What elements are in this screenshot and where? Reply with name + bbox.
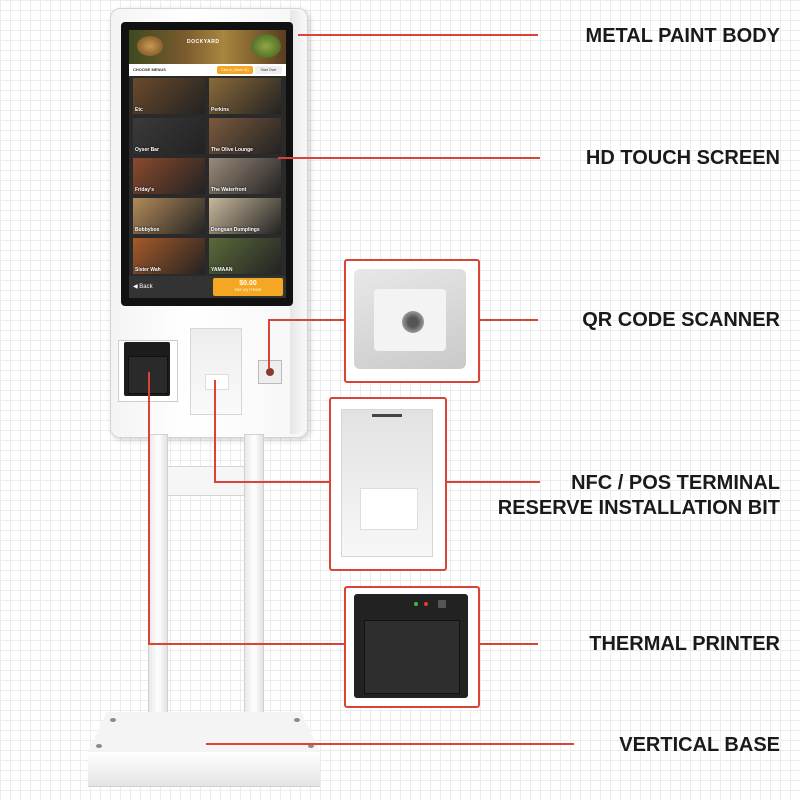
qr-scanner-window xyxy=(374,289,446,351)
back-label: Back xyxy=(139,284,153,290)
restaurant-tile-label: The Waterfront xyxy=(211,187,247,193)
thermal-printer-inset xyxy=(344,586,480,708)
feed-button-icon xyxy=(438,600,446,608)
restaurant-tile-label: Etc xyxy=(135,107,143,113)
callout-line-nfc-label xyxy=(445,481,540,483)
callout-line-qr-h xyxy=(268,319,344,321)
nfc-terminal-inset xyxy=(329,397,447,571)
callout-line-body xyxy=(298,34,538,36)
qr-scanner-body xyxy=(354,269,466,369)
callout-line-qr-v xyxy=(268,319,270,369)
menu-bar: CHOOSE MENUS Dine In (Table 01) Start Ov… xyxy=(129,64,286,76)
base-top-plate xyxy=(88,712,320,752)
callout-line-screen xyxy=(278,157,540,159)
base-front xyxy=(88,752,320,787)
label-nfc-terminal: NFC / POS TERMINAL xyxy=(571,472,780,494)
restaurant-tile[interactable]: YAMAAN xyxy=(209,238,281,274)
restaurant-tile-label: Oyser Bar xyxy=(135,147,159,153)
label-thermal-printer: THERMAL PRINTER xyxy=(589,633,780,655)
label-qr-scanner: QR CODE SCANNER xyxy=(582,309,780,331)
scanner-lens-icon xyxy=(266,368,274,376)
stand-left-post xyxy=(148,434,168,716)
menu-title: CHOOSE MENUS xyxy=(133,67,166,72)
callout-line-printer-h xyxy=(148,643,344,645)
kiosk-side-panel xyxy=(290,10,304,434)
nfc-bay-interior xyxy=(341,409,433,557)
food-image xyxy=(137,36,163,56)
kiosk-qr-scanner xyxy=(258,360,282,384)
hero-banner: DOCKYARD xyxy=(129,30,286,64)
pay-amount: $0.00 xyxy=(239,280,257,287)
restaurant-tile[interactable]: Dongsan Dumplings xyxy=(209,198,281,234)
callout-line-printer-v xyxy=(148,372,150,644)
bolt-hole xyxy=(308,744,314,748)
brand-name: DOCKYARD xyxy=(187,39,220,45)
restaurant-tile-label: Bobbybox xyxy=(135,227,160,233)
restaurant-tile[interactable]: Oyser Bar xyxy=(133,118,205,154)
kiosk-nfc-bay xyxy=(190,328,242,415)
restaurant-tile-label: YAMAAN xyxy=(211,267,233,273)
callout-line-qr-label xyxy=(478,319,538,321)
scanner-lens-icon xyxy=(402,311,424,333)
printer-face xyxy=(354,594,468,698)
kiosk-printer xyxy=(124,342,170,396)
callout-line-base xyxy=(206,743,574,745)
restaurant-tile[interactable]: Bobbybox xyxy=(133,198,205,234)
label-touch-screen: HD TOUCH SCREEN xyxy=(585,147,780,169)
restaurant-tile-label: The Olive Lounge xyxy=(211,147,253,153)
status-led-red-icon xyxy=(424,602,428,606)
nfc-sticker xyxy=(360,488,418,530)
nfc-slot xyxy=(372,414,402,417)
qr-scanner-inset xyxy=(344,259,480,383)
restaurant-tile[interactable]: Perkins xyxy=(209,78,281,114)
bolt-hole xyxy=(110,718,116,722)
restaurant-tile-label: Friday's xyxy=(135,187,154,193)
bolt-hole xyxy=(96,744,102,748)
bolt-hole xyxy=(294,718,300,722)
touch-screen: DOCKYARD CHOOSE MENUS Dine In (Table 01)… xyxy=(129,30,286,298)
dine-in-label: Dine In (Table 01) xyxy=(221,68,249,72)
pay-button[interactable]: $0.00 PAY (0) ITEMS xyxy=(213,278,283,296)
label-metal-body: METAL PAINT BODY xyxy=(585,25,780,47)
callout-line-nfc-h xyxy=(214,481,329,483)
stand-right-post xyxy=(244,434,264,716)
restaurant-tile-label: Dongsan Dumplings xyxy=(211,227,260,233)
restaurant-tile[interactable]: Sister Wah xyxy=(133,238,205,274)
label-nfc-reserve: RESERVE INSTALLATION BIT xyxy=(497,497,780,519)
restaurant-tile[interactable]: The Olive Lounge xyxy=(209,118,281,154)
callout-line-printer-label xyxy=(478,643,538,645)
pay-items-label: PAY (0) ITEMS xyxy=(234,287,262,292)
restaurant-tile[interactable]: Etc xyxy=(133,78,205,114)
restaurant-tile-label: Sister Wah xyxy=(135,267,161,273)
back-button[interactable]: ◀ Back xyxy=(133,284,153,290)
nfc-sticker xyxy=(205,374,229,390)
status-led-green-icon xyxy=(414,602,418,606)
dine-in-button[interactable]: Dine In (Table 01) xyxy=(217,66,253,74)
restaurant-tile-label: Perkins xyxy=(211,107,230,113)
start-over-button[interactable]: Start Over xyxy=(255,66,282,74)
start-over-label: Start Over xyxy=(260,68,277,72)
food-image xyxy=(251,34,281,58)
label-vertical-base: VERTICAL BASE xyxy=(619,734,780,756)
callout-line-nfc-v xyxy=(214,380,216,482)
restaurant-tile[interactable]: Friday's xyxy=(133,158,205,194)
restaurant-tile[interactable]: The Waterfront xyxy=(209,158,281,194)
printer-door xyxy=(364,620,460,694)
screen-footer: ◀ Back $0.00 PAY (0) ITEMS xyxy=(129,276,286,298)
